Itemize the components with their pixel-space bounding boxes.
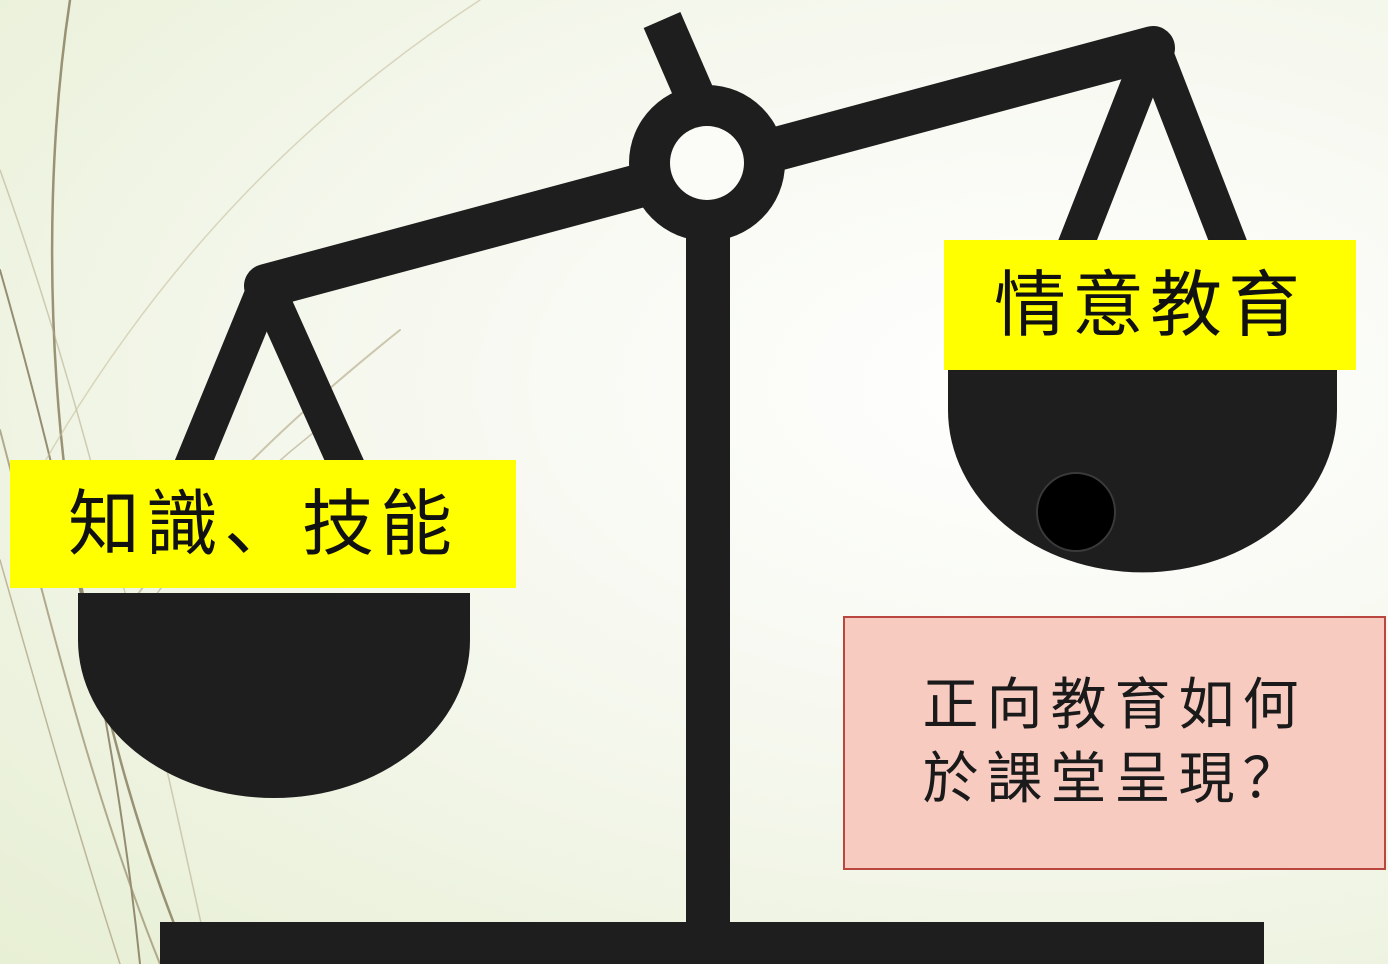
scale-base (160, 922, 1264, 964)
scale-handle (643, 12, 714, 104)
left-pan-label: 知識、技能 (10, 460, 516, 588)
question-line-2: 於課堂呈現？ (922, 747, 1307, 812)
question-line-1: 正向教育如何 (922, 673, 1307, 739)
scale (78, 12, 1337, 964)
right-pan (948, 370, 1337, 573)
weight-ball (1036, 472, 1116, 552)
scale-pillar (686, 212, 730, 927)
question-box: 正向教育如何 於課堂呈現？ (843, 616, 1386, 870)
scale-pivot-hole (670, 126, 744, 200)
left-pan (78, 593, 470, 798)
right-pan-label: 情意教育 (944, 240, 1356, 370)
